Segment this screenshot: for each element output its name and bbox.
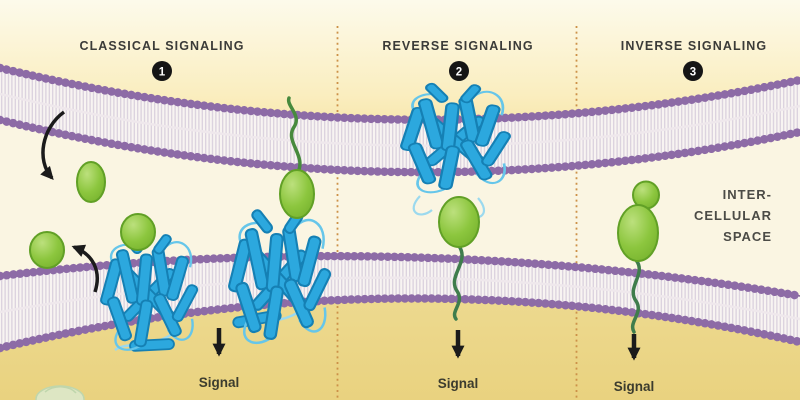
ligand-membrane-tail: [452, 244, 464, 321]
ligand-large-domain: [617, 204, 659, 262]
signal-label-classical: Signal: [199, 375, 240, 390]
step-badge-2: 2: [449, 61, 469, 81]
release-arrow-top: [40, 110, 66, 180]
top-cell-region: [0, 0, 800, 120]
panel-title-reverse: REVERSE SIGNALING: [382, 39, 533, 53]
faint-protein-sketch: [35, 385, 85, 400]
ligand-free-upper: [76, 161, 106, 203]
signal-label-reverse: Signal: [438, 376, 479, 391]
membrane-top-midline: [0, 92, 800, 147]
step-number: 3: [690, 67, 696, 79]
membrane-bottom-bilayer: [0, 256, 800, 348]
membrane-top: [0, 63, 800, 177]
ligand-inverse: [617, 180, 660, 334]
ligand-membrane-tail: [630, 258, 641, 334]
ligand-bound-right-receptor: [279, 96, 315, 219]
intercellular-label-line3: SPACE: [723, 229, 772, 244]
ligand-free-lower: [29, 231, 65, 269]
panel-title-inverse: INVERSE SIGNALING: [621, 39, 768, 53]
ligand-reverse: [438, 196, 480, 321]
receptor-classical-left: [98, 230, 200, 352]
step-badge-3: 3: [683, 61, 703, 81]
cytoplasm-region: [0, 298, 800, 400]
intercellular-label-line1: INTER-: [723, 187, 772, 202]
membrane-top-inner-beads: [0, 115, 800, 177]
ligand-membrane-tail: [286, 96, 302, 176]
membrane-top-outer-beads: [0, 63, 800, 124]
signal-label-inverse: Signal: [614, 379, 655, 394]
intercellular-label-line2: CELLULAR: [694, 208, 772, 223]
step-number: 2: [456, 67, 462, 79]
step-badge-1: 1: [152, 61, 172, 81]
receptor-classical-right: [226, 207, 333, 345]
panel-title-classical: CLASSICAL SIGNALING: [79, 39, 244, 53]
step-number: 1: [159, 67, 166, 79]
membrane-bottom-midline: [0, 276, 800, 321]
ligand-bound-left-receptor: [120, 213, 156, 251]
release-arrow-bottom: [71, 244, 99, 293]
intercellular-space-label: INTER- CELLULAR SPACE: [694, 187, 772, 244]
